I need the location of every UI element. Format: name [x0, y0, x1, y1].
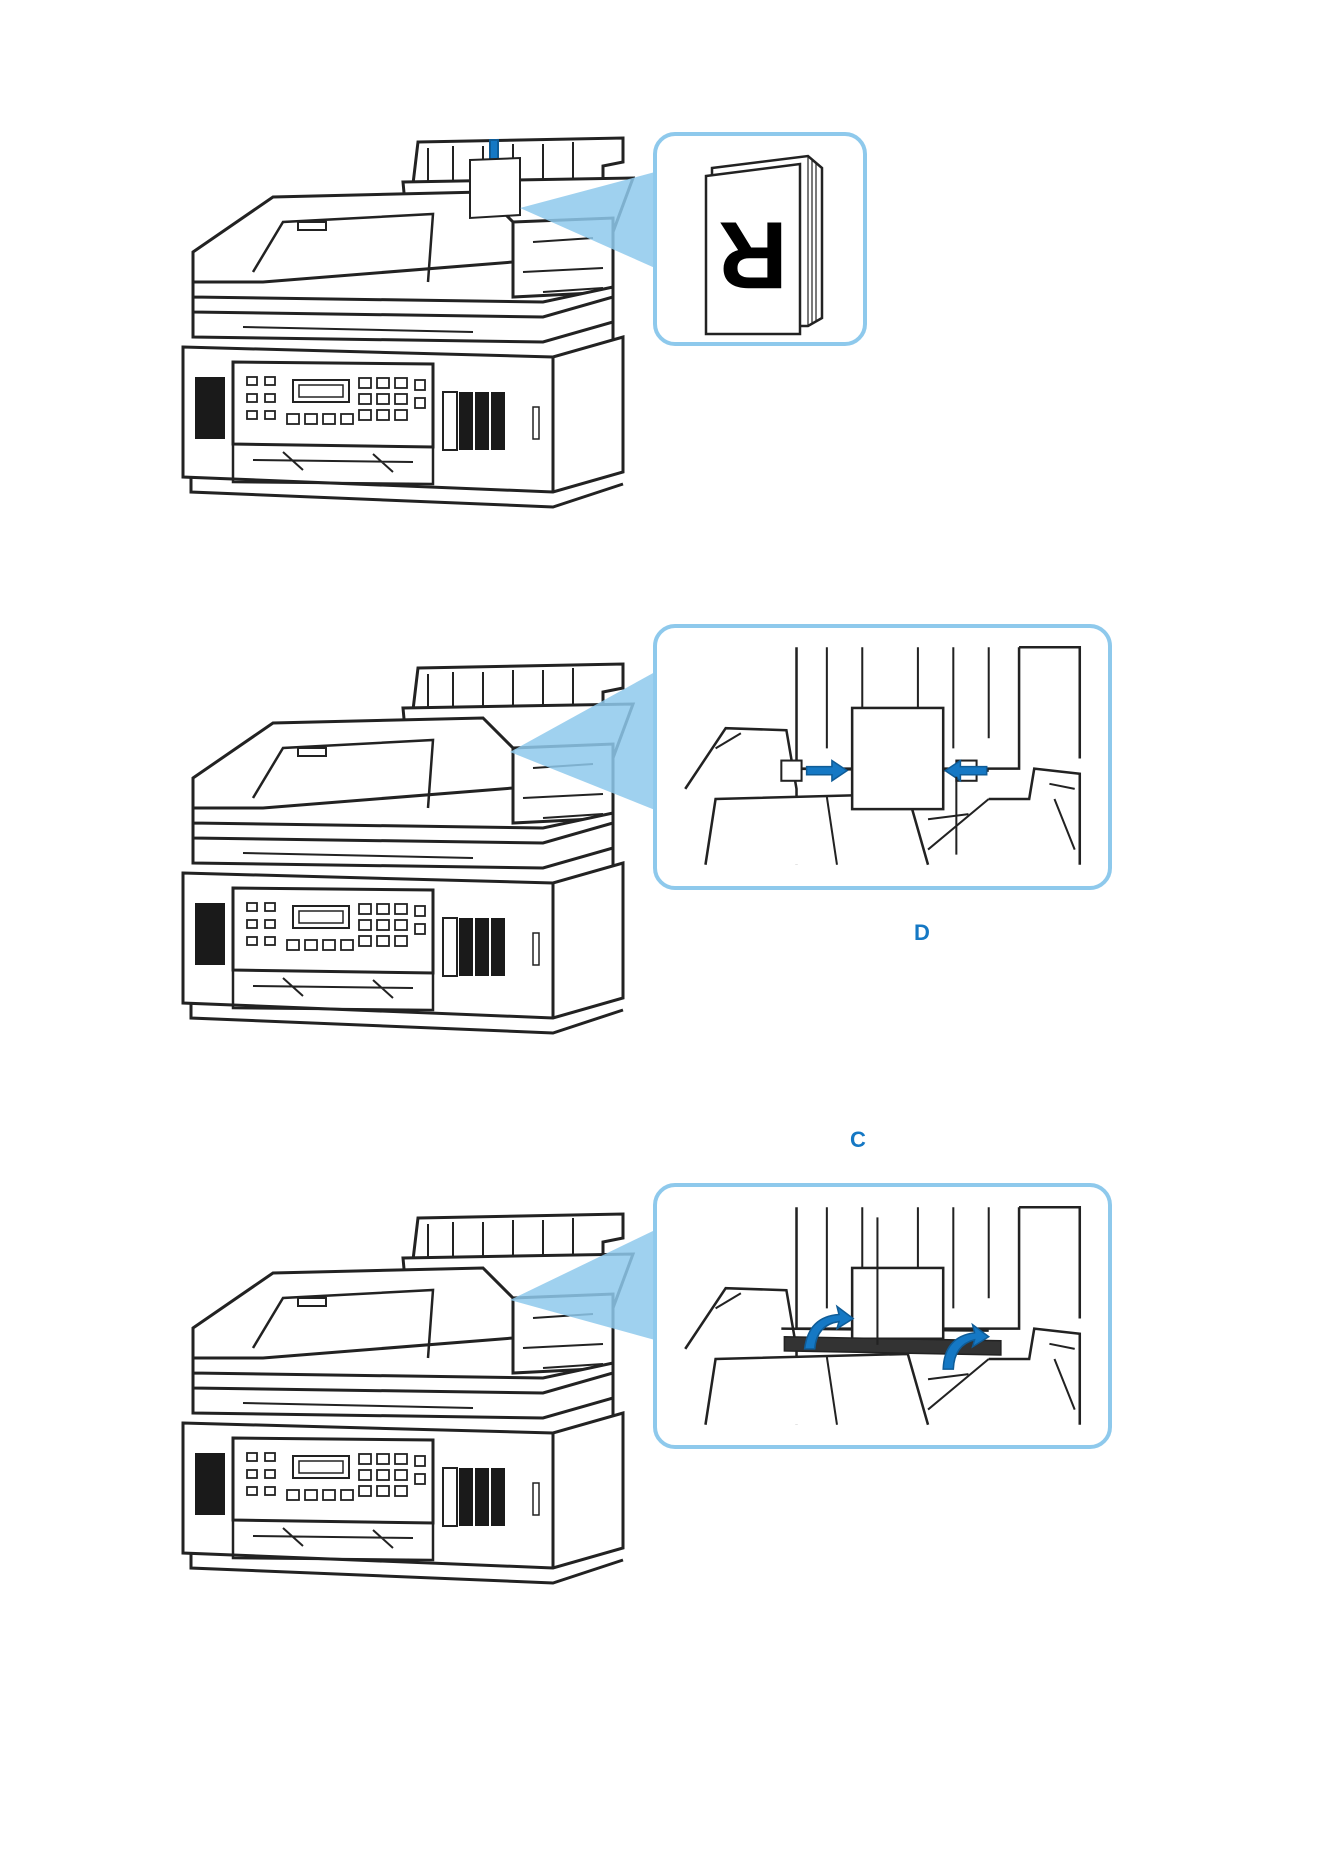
label-c: C — [850, 1127, 866, 1152]
step2-printer — [183, 664, 633, 1033]
paper-stack-icon: R — [706, 156, 822, 334]
bottom-edge-strip — [0, 1862, 1324, 1872]
step3-printer — [183, 1214, 633, 1583]
paper-glyph: R — [718, 202, 787, 309]
label-d: D — [914, 920, 930, 945]
step1-printer — [183, 138, 633, 507]
